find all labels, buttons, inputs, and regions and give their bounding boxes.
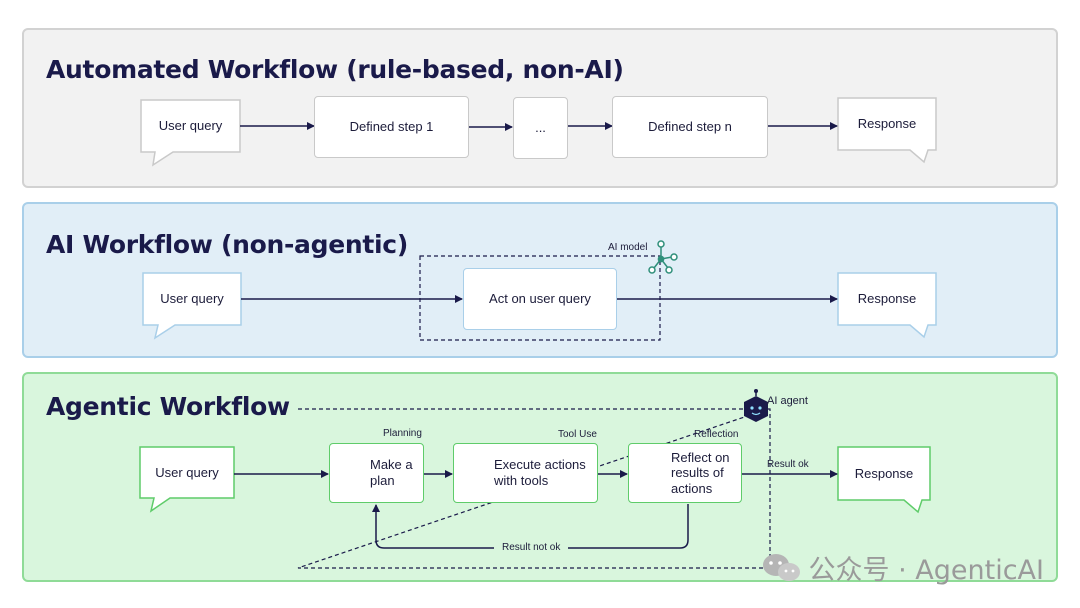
ellipsis-step-box: ... xyxy=(513,97,568,159)
panel-title: Agentic Workflow xyxy=(46,392,290,421)
user-query-text: User query xyxy=(155,464,219,480)
user-query-text: User query xyxy=(160,291,224,307)
panel-title: Automated Workflow (rule-based, non-AI) xyxy=(46,55,624,84)
user-query-text: User query xyxy=(158,118,223,134)
panel-title: AI Workflow (non-agentic) xyxy=(46,230,408,259)
result-not-ok-label: Result not ok xyxy=(494,542,569,553)
watermark-text: 公众号 · AgenticAI xyxy=(808,555,1044,586)
response-text: Response xyxy=(854,465,914,481)
reflect-text: Reflect on results of actions xyxy=(671,449,730,496)
reflect-box: Reflect on results of actions xyxy=(628,443,742,503)
make-plan-text: Make a plan xyxy=(370,457,413,488)
make-plan-box: Make a plan xyxy=(329,443,424,503)
reflection-label: Reflection xyxy=(694,429,739,440)
response-text: Response xyxy=(857,291,917,307)
wechat-icon xyxy=(762,553,800,581)
act-on-query-box: Act on user query xyxy=(463,268,617,330)
planning-label: Planning xyxy=(383,428,422,439)
defined-step-n-box: Defined step n xyxy=(612,96,768,158)
ai-agent-label: AI agent xyxy=(767,395,808,407)
execute-actions-text: Execute actions with tools xyxy=(494,457,586,488)
ai-model-label: AI model xyxy=(608,242,648,253)
tool-use-label: Tool Use xyxy=(558,429,597,440)
defined-step-1-box: Defined step 1 xyxy=(314,96,469,158)
response-text: Response xyxy=(857,116,917,132)
execute-actions-box: Execute actions with tools xyxy=(453,443,598,503)
watermark: 公众号 · AgenticAI xyxy=(761,548,1044,587)
result-ok-label: Result ok xyxy=(767,459,809,470)
